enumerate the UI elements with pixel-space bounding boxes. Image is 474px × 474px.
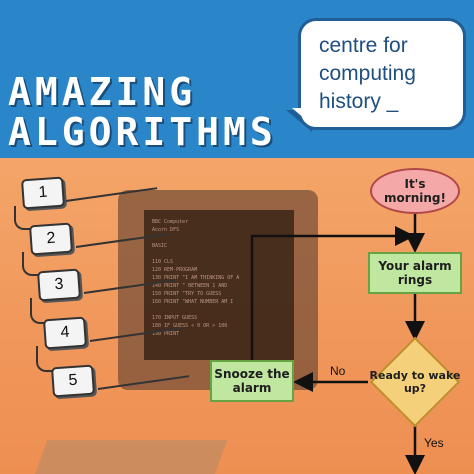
list-connector-4 bbox=[36, 346, 52, 372]
title-line-1: AMAZING bbox=[8, 70, 197, 114]
arrow-snooze-loop bbox=[250, 226, 415, 360]
list-connector-1 bbox=[14, 206, 30, 230]
flowchart-snooze-node: Snooze the alarm bbox=[210, 360, 294, 402]
decision-label: Ready to wake up? bbox=[369, 368, 461, 395]
logo-bubble-tail-inner bbox=[292, 108, 312, 125]
flowchart-start-node: It's morning! bbox=[370, 168, 460, 214]
screen-code-text: BBC Computer Acorn DFS BASIC 110 CLS 120… bbox=[152, 219, 240, 337]
flowchart-decision-node: Ready to wake up? bbox=[365, 336, 465, 428]
yes-label: Yes bbox=[424, 436, 444, 450]
no-label: No bbox=[330, 364, 346, 378]
logo-speech-bubble: centre for computing history _ bbox=[298, 18, 466, 130]
list-connector-2 bbox=[22, 252, 38, 276]
logo-line-2: computing bbox=[319, 62, 416, 85]
list-connector-3 bbox=[30, 298, 46, 324]
title-line-2: ALGORITHMS bbox=[8, 110, 277, 154]
flowchart-alarm-node: Your alarm rings bbox=[368, 252, 462, 294]
logo-line-1: centre for bbox=[319, 34, 408, 57]
logo-line-3: history _ bbox=[319, 90, 399, 113]
